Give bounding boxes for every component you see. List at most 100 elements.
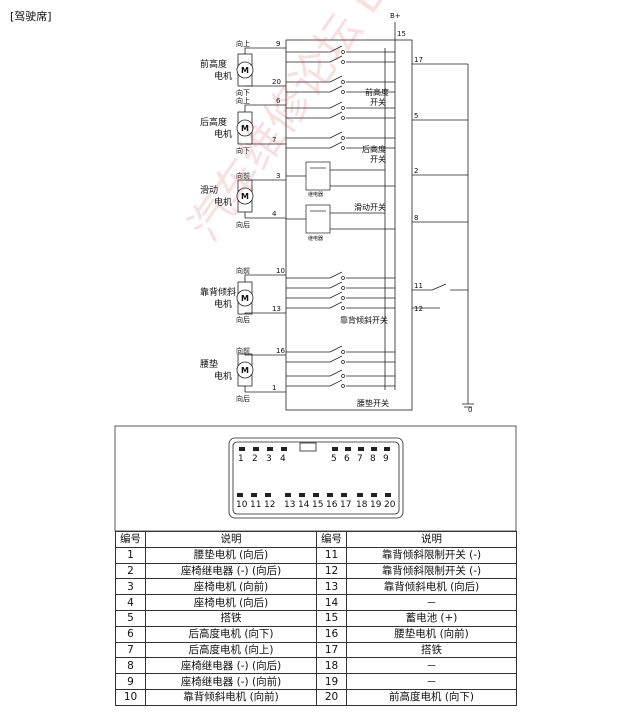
connector-pin-label: 9 <box>383 454 389 464</box>
pin-description-cell: 搭铁 <box>145 609 317 627</box>
header-pin-no-2: 编号 <box>316 531 347 548</box>
switch-contact-7 <box>286 369 395 388</box>
connector-pin: 2 <box>252 447 259 464</box>
connector-pin: 14 <box>298 493 310 510</box>
motor-name-line1: 后高度 <box>200 116 227 128</box>
relay-wiring-1 <box>286 212 395 230</box>
motor-pin-top: 3 <box>276 172 280 180</box>
motor-dir-bottom: 向后 <box>236 394 250 403</box>
pin-number-cell: 13 <box>316 578 347 596</box>
header-pin-no-1: 编号 <box>115 531 146 548</box>
pin-description-cell: 前高度电机 (向下) <box>346 688 517 706</box>
relay-2 <box>305 204 331 234</box>
pin-number-cell: 9 <box>115 673 146 690</box>
pin-description-cell: 靠背倾斜限制开关 (-) <box>346 562 517 580</box>
pin-number-cell: 8 <box>115 657 146 675</box>
connector-pin: 12 <box>264 493 275 510</box>
motor-dir-top: 向前 <box>236 346 250 355</box>
connector-pin-label: 8 <box>370 454 376 464</box>
motor-pin-top: 10 <box>276 267 285 275</box>
motor-dir-bottom: 向后 <box>236 315 250 324</box>
right-pin-11: 11 <box>414 282 423 290</box>
motor-name-line1: 滑动 <box>200 185 218 196</box>
motor-dir-bottom: 向下 <box>236 88 250 97</box>
motor-dir-top: 向上 <box>236 96 250 105</box>
pin-number-cell: 17 <box>316 641 347 659</box>
motor-symbol: M <box>241 192 249 201</box>
switch-contact-6 <box>286 345 395 364</box>
switch-contact-2 <box>286 101 395 120</box>
pin-number-cell: 2 <box>115 562 146 580</box>
motor-name-line2: 电机 <box>214 298 232 310</box>
pin-number-cell: 15 <box>316 609 347 627</box>
connector-pin: 8 <box>370 447 377 464</box>
pin-number-cell: 14 <box>316 594 347 611</box>
switch-contact-3 <box>286 131 395 150</box>
connector-outline <box>228 437 404 519</box>
motor-dir-bottom: 向后 <box>236 220 250 229</box>
motor-name-line2: 电机 <box>214 370 232 382</box>
pin-number-cell: 18 <box>316 657 347 675</box>
connector-pin-label: 18 <box>356 500 368 510</box>
connector-pin-label: 3 <box>266 454 272 464</box>
motor-pin-bottom: 7 <box>272 136 276 144</box>
connector-pin-label: 7 <box>357 454 363 464</box>
switch-assembly-box <box>285 39 413 411</box>
section-title: [驾驶席] <box>10 10 52 23</box>
connector-pin: 5 <box>331 447 338 464</box>
pin-description-cell: 座椅继电器 (-) (向后) <box>145 562 317 580</box>
connector-pin-label: 1 <box>238 454 244 464</box>
connector-pin: 1 <box>238 447 245 464</box>
motor-symbol: M <box>241 124 249 133</box>
relay-wiring-0 <box>286 169 395 187</box>
power-label: B+ <box>390 12 401 20</box>
connector-pin: 19 <box>370 493 382 510</box>
connector-pin-label: 13 <box>284 500 295 510</box>
pin-description-cell: 靠背倾斜电机 (向后) <box>346 578 517 596</box>
motor-name-line1: 靠背倾斜 <box>200 286 236 298</box>
motor-name-line1: 前高度 <box>200 58 227 70</box>
pin-number-cell: 4 <box>115 594 146 611</box>
header-desc-1: 说明 <box>145 531 317 548</box>
pin-number-cell: 3 <box>115 578 146 596</box>
connector-pin: 4 <box>280 447 287 464</box>
connector-pin: 18 <box>356 493 368 510</box>
lumbar-switch-label: 腰垫开关 <box>357 398 389 408</box>
connector-pin: 7 <box>357 447 364 464</box>
front-height-switch-label-2: 开关 <box>370 97 386 107</box>
motor-pin-bottom: 20 <box>272 78 281 86</box>
pin-description-cell: － <box>346 673 517 690</box>
pin-description-cell: 后高度电机 (向下) <box>145 625 317 643</box>
connector-pin-label: 6 <box>344 454 350 464</box>
motor-name-line1: 腰垫 <box>200 358 218 370</box>
connector-pin-label: 17 <box>340 500 351 510</box>
motor-pin-bottom: 4 <box>272 210 277 218</box>
right-pin-12: 12 <box>414 305 423 313</box>
pin-table-header: 编号 说明 编号 说明 <box>115 531 517 548</box>
pin-number-cell: 6 <box>115 625 146 643</box>
switch-contact-0 <box>286 45 395 64</box>
motor-dir-top: 向前 <box>236 171 250 180</box>
connector-pin: 17 <box>340 493 351 510</box>
pin-description-cell: － <box>346 657 517 675</box>
motor-pin-bottom: 13 <box>272 305 281 313</box>
motor-dir-top: 向前 <box>236 266 250 275</box>
pin-description-cell: 腰垫电机 (向前) <box>346 625 517 643</box>
switch-contact-4 <box>286 271 395 290</box>
connector-pin-label: 2 <box>252 454 258 464</box>
motor-pin-bottom: 1 <box>272 384 276 392</box>
connector-pin-label: 4 <box>280 454 286 464</box>
motor-dir-bottom: 向下 <box>236 146 250 155</box>
right-pin-17: 17 <box>414 56 423 64</box>
connector-pin-label: 20 <box>384 500 396 510</box>
relay-label-1: 继电器 <box>308 191 323 198</box>
connector-key <box>299 442 317 452</box>
slide-switch-label: 滑动开关 <box>354 202 386 212</box>
rear-height-switch-label-2: 开关 <box>370 154 386 164</box>
pin-description-cell: 座椅继电器 (-) (向后) <box>145 657 317 675</box>
